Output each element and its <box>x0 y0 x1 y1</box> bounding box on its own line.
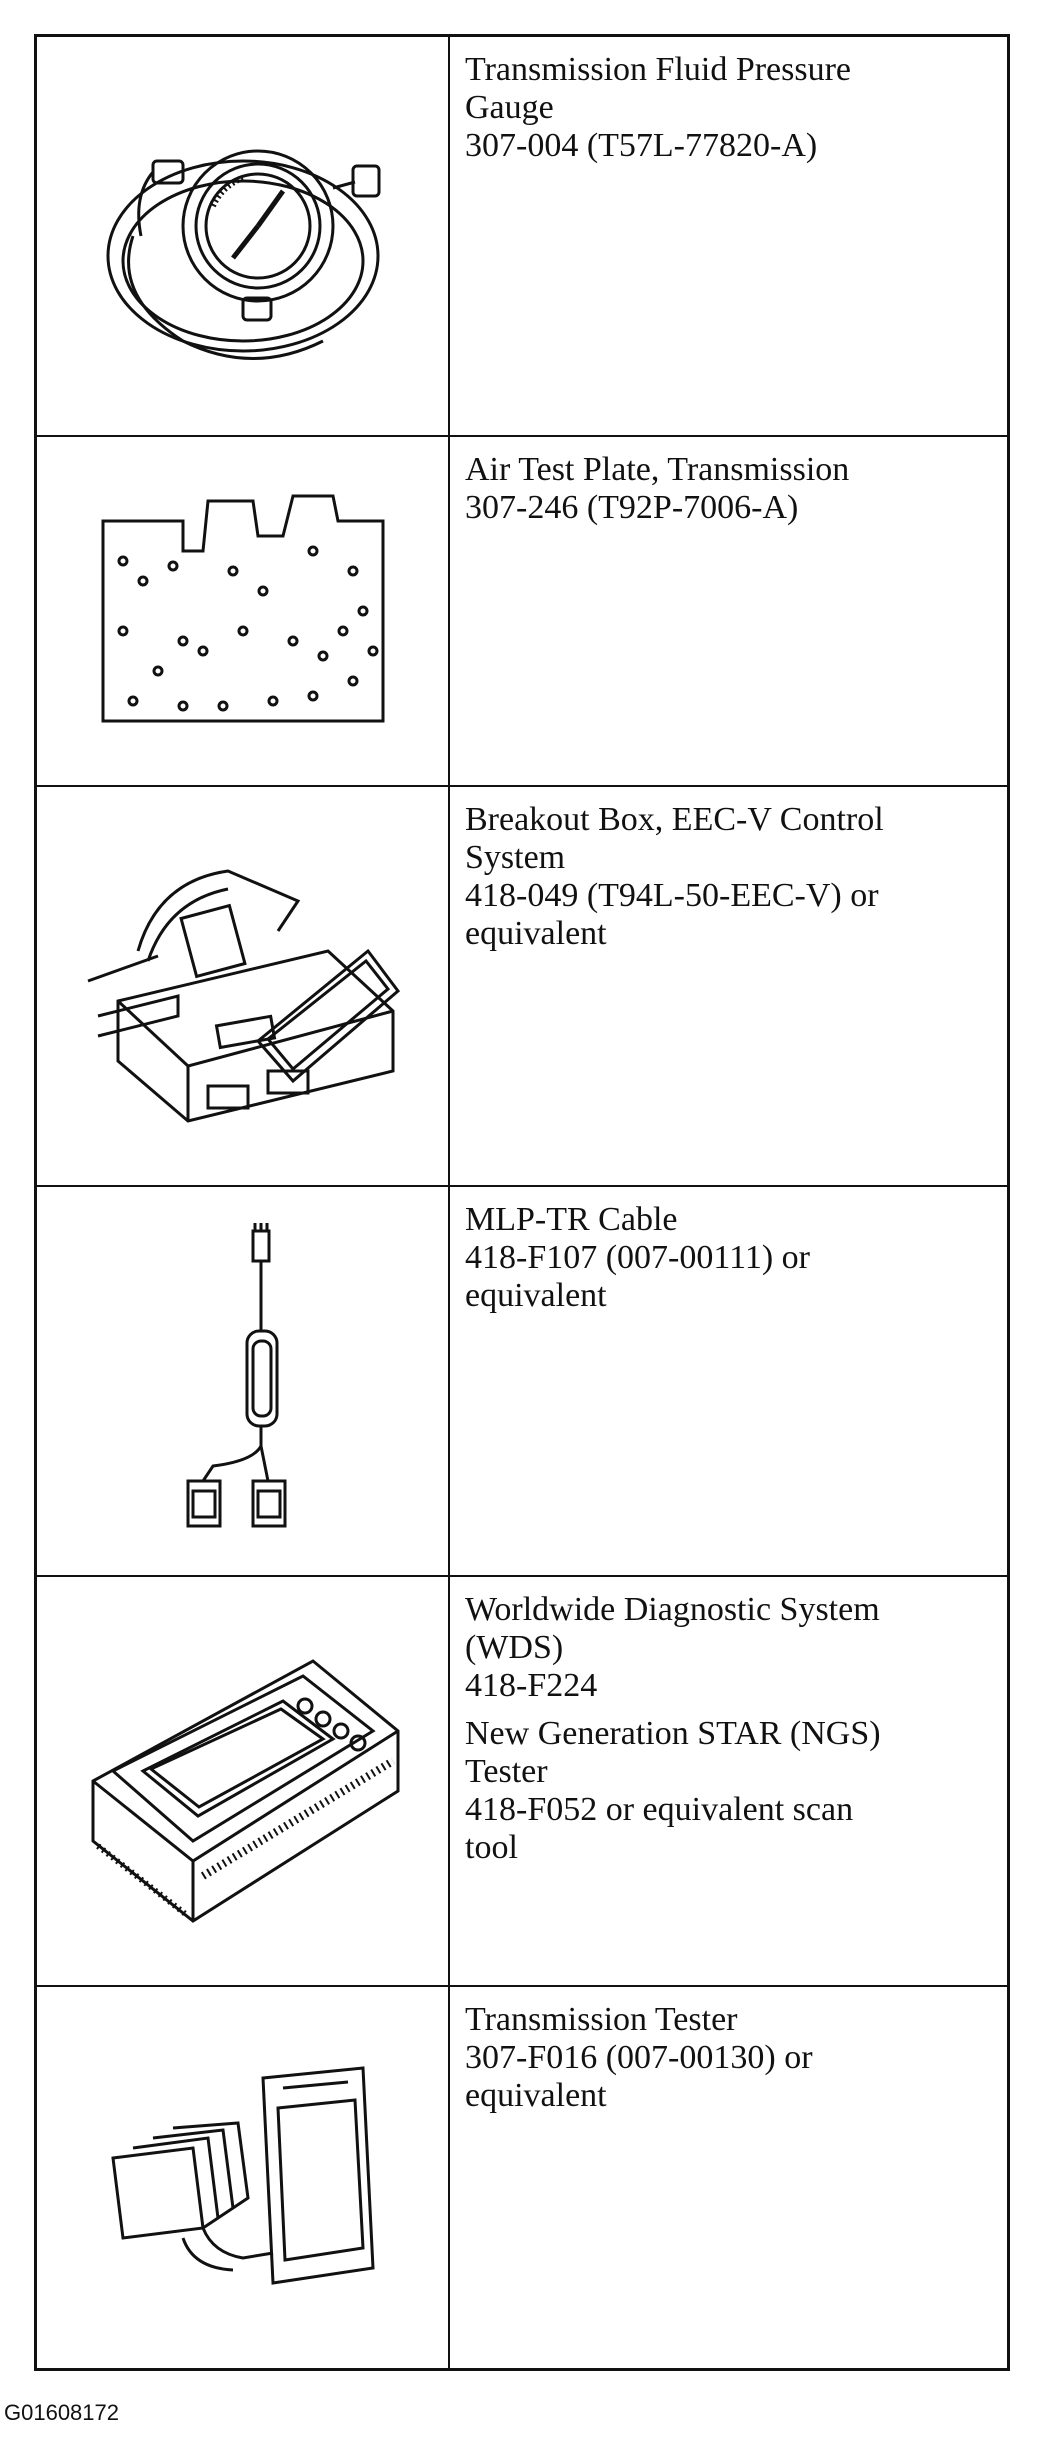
transmission-tester-icon <box>37 1987 448 2368</box>
tool-description: Breakout Box, EEC-V Control System 418-0… <box>465 801 993 953</box>
tool-number: 307-004 (T57L-77820-A) <box>465 127 818 164</box>
tool-number: 418-F224 <box>465 1667 598 1704</box>
table-row: Worldwide Diagnostic System (WDS) 418-F2… <box>37 1577 1007 1987</box>
tool-name: Transmission Fluid Pressure <box>465 51 852 88</box>
special-tools-table: Transmission Fluid Pressure Gauge 307-00… <box>34 34 1010 2371</box>
diagnostic-tablet-icon <box>37 1577 448 1985</box>
tool-number: 418-F052 or equivalent scan <box>465 1791 854 1828</box>
tool-note: equivalent <box>465 915 607 952</box>
tool-name: Gauge <box>465 89 554 126</box>
mlp-tr-cable-icon <box>37 1187 448 1575</box>
tool-description: Worldwide Diagnostic System (WDS) 418-F2… <box>465 1591 993 1867</box>
tool-name: Air Test Plate, Transmission <box>465 451 850 488</box>
column-divider <box>448 37 450 2368</box>
table-row: Breakout Box, EEC-V Control System 418-0… <box>37 787 1007 1187</box>
pressure-gauge-icon <box>37 37 448 435</box>
tool-note: equivalent <box>465 2077 607 2114</box>
tool-name: (WDS) <box>465 1629 564 1666</box>
tool-note: tool <box>465 1829 518 1866</box>
tool-number: 307-F016 (007-00130) or <box>465 2039 813 2076</box>
tool-name: New Generation STAR (NGS) <box>465 1715 881 1752</box>
figure-reference-id: G01608172 <box>4 2400 119 2425</box>
tool-description: Transmission Fluid Pressure Gauge 307-00… <box>465 51 993 165</box>
air-test-plate-icon <box>37 437 448 785</box>
table-row: Transmission Fluid Pressure Gauge 307-00… <box>37 37 1007 437</box>
tool-number: 418-049 (T94L-50-EEC-V) or <box>465 877 879 914</box>
tool-number: 307-246 (T92P-7006-A) <box>465 489 799 526</box>
tool-name: Worldwide Diagnostic System <box>465 1591 880 1628</box>
tool-number: 418-F107 (007-00111) or <box>465 1239 810 1276</box>
breakout-box-icon <box>37 787 448 1185</box>
table-row: Transmission Tester 307-F016 (007-00130)… <box>37 1987 1007 2368</box>
tool-name: Tester <box>465 1753 548 1790</box>
tool-description: Air Test Plate, Transmission 307-246 (T9… <box>465 451 993 527</box>
tool-description: MLP-TR Cable 418-F107 (007-00111) or equ… <box>465 1201 993 1315</box>
tool-description: Transmission Tester 307-F016 (007-00130)… <box>465 2001 993 2115</box>
tool-name: System <box>465 839 566 876</box>
tool-name: MLP-TR Cable <box>465 1201 678 1238</box>
table-row: MLP-TR Cable 418-F107 (007-00111) or equ… <box>37 1187 1007 1577</box>
tool-name: Breakout Box, EEC-V Control <box>465 801 884 838</box>
tool-note: equivalent <box>465 1277 607 1314</box>
tool-name: Transmission Tester <box>465 2001 738 2038</box>
table-row: Air Test Plate, Transmission 307-246 (T9… <box>37 437 1007 787</box>
